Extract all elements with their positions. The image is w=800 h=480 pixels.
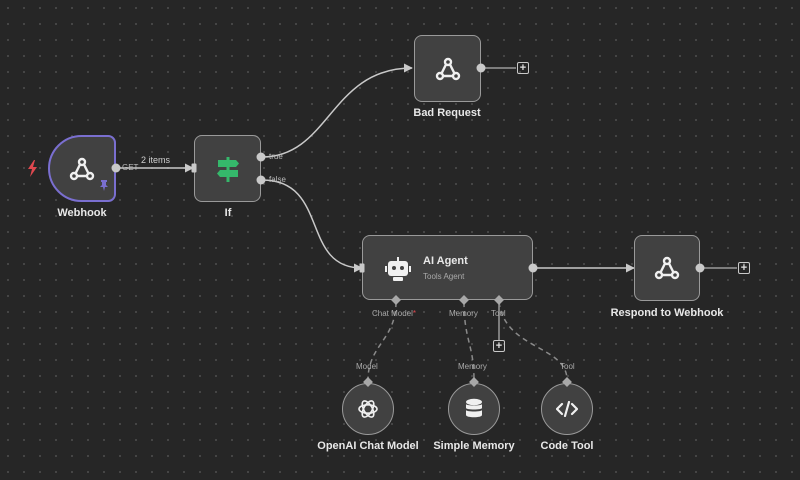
if-true-label: true	[269, 152, 283, 161]
connection-if-true-bad-request	[261, 63, 413, 158]
tool-port-label: Tool	[491, 309, 506, 318]
respond-output-port[interactable]	[695, 263, 705, 273]
if-false-port[interactable]	[256, 175, 266, 185]
connection-if-false-ai-agent	[261, 179, 363, 273]
webhook-node[interactable]	[48, 135, 116, 202]
code-tool-port-label: Tool	[560, 362, 575, 371]
bad-request-output-port[interactable]	[476, 63, 486, 73]
openai-chat-model-node[interactable]	[342, 383, 394, 435]
ai-agent-input-port[interactable]	[359, 263, 365, 273]
memory-port-label: Memory	[449, 309, 478, 318]
add-tool-button[interactable]: +	[493, 340, 505, 352]
code-tool-node[interactable]	[541, 383, 593, 435]
pin-icon	[100, 178, 108, 196]
if-node[interactable]	[194, 135, 261, 202]
database-icon	[464, 398, 484, 420]
bad-request-node[interactable]	[414, 35, 481, 102]
chat-model-port-label: Chat Model*	[372, 309, 417, 318]
signpost-icon	[214, 155, 242, 183]
ai-agent-subtitle: Tools Agent	[423, 272, 465, 281]
respond-to-webhook-label: Respond to Webhook	[610, 307, 724, 319]
webhook-icon	[434, 55, 462, 83]
webhook-output-label: GET	[122, 163, 139, 172]
webhook-output-port[interactable]	[111, 163, 121, 173]
ai-agent-output-port[interactable]	[528, 263, 538, 273]
robot-icon	[385, 257, 411, 286]
ai-agent-node[interactable]: AI Agent Tools Agent	[362, 235, 533, 300]
ai-agent-title: AI Agent	[423, 255, 468, 267]
if-true-port[interactable]	[256, 152, 266, 162]
if-false-label: false	[269, 175, 286, 184]
connection-code-tool	[498, 301, 568, 381]
plus-icon: +	[519, 62, 527, 74]
simple-memory-node[interactable]	[448, 383, 500, 435]
webhook-label: Webhook	[57, 207, 107, 219]
if-input-port[interactable]	[191, 163, 197, 173]
respond-add-button[interactable]: +	[738, 262, 750, 274]
bolt-icon	[27, 160, 38, 182]
openai-icon	[356, 397, 380, 421]
bad-request-add-button[interactable]: +	[517, 62, 529, 74]
bad-request-label: Bad Request	[413, 107, 481, 119]
code-tool-label: Code Tool	[540, 440, 594, 452]
connection-items-label: 2 items	[141, 155, 171, 165]
memory-node-port-label: Memory	[458, 362, 487, 371]
if-label: If	[224, 207, 232, 219]
plus-icon: +	[495, 340, 503, 352]
respond-to-webhook-node[interactable]	[634, 235, 700, 301]
plus-icon: +	[740, 262, 748, 274]
simple-memory-label: Simple Memory	[433, 440, 515, 452]
openai-port-label: Model	[356, 362, 378, 371]
connection-memory	[463, 301, 475, 381]
webhook-icon	[68, 155, 96, 183]
connection-openai-model	[367, 301, 397, 381]
required-mark: *	[412, 309, 417, 318]
code-icon	[556, 401, 578, 417]
webhook-icon	[653, 254, 681, 282]
openai-chat-model-label: OpenAI Chat Model	[317, 440, 419, 452]
